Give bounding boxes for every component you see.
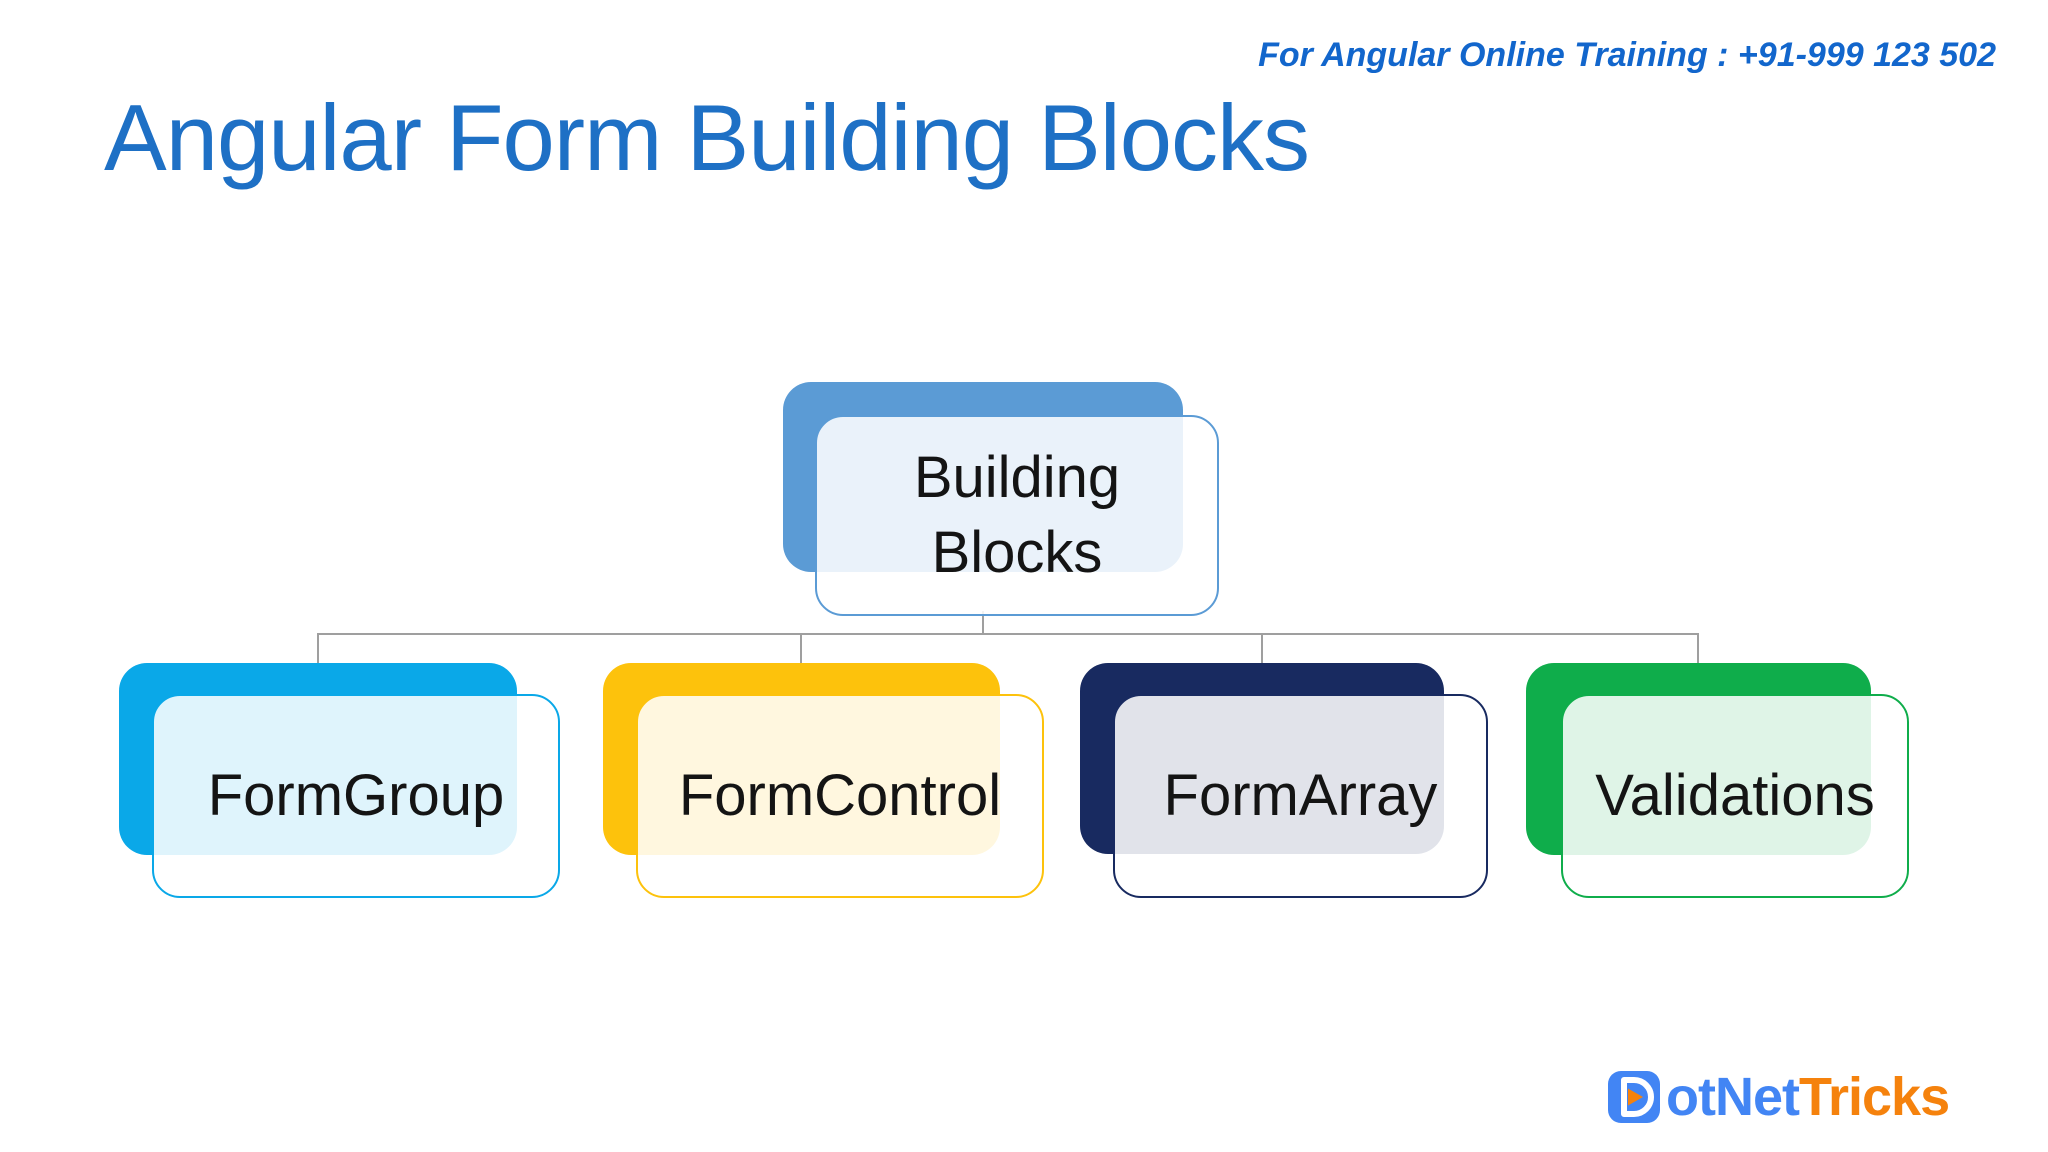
node-label: Building Blocks bbox=[913, 445, 1121, 585]
node-face: FormGroup bbox=[152, 694, 560, 898]
logo-text-orange: Tricks bbox=[1798, 1067, 1950, 1127]
node-face: Building Blocks bbox=[815, 415, 1219, 616]
connector-stub-formarray bbox=[1261, 633, 1263, 664]
node-label: FormGroup bbox=[207, 762, 505, 828]
dotnettricks-play-icon bbox=[1608, 1071, 1660, 1123]
connector-root-drop bbox=[982, 611, 984, 635]
node-building-blocks: Building Blocks bbox=[783, 382, 1219, 616]
connector-stub-formgroup bbox=[317, 633, 319, 664]
node-label: FormArray bbox=[1163, 762, 1438, 828]
connector-stub-formcontrol bbox=[800, 633, 802, 664]
connector-horizontal bbox=[317, 633, 1699, 635]
logo-text: otNetTricks bbox=[1666, 1066, 1950, 1128]
dotnettricks-logo[interactable]: otNetTricks bbox=[1608, 1066, 1950, 1128]
node-formarray: FormArray bbox=[1080, 663, 1488, 898]
node-face: FormControl bbox=[636, 694, 1044, 898]
node-face: FormArray bbox=[1113, 694, 1488, 898]
node-label: FormControl bbox=[678, 762, 1002, 828]
node-validations: Validations bbox=[1526, 663, 1909, 898]
node-formcontrol: FormControl bbox=[603, 663, 1044, 898]
connector-stub-validations bbox=[1697, 633, 1699, 664]
training-note: For Angular Online Training : +91-999 12… bbox=[1258, 36, 1996, 74]
logo-text-blue: otNet bbox=[1666, 1067, 1800, 1127]
node-face: Validations bbox=[1561, 694, 1909, 898]
node-label: Validations bbox=[1595, 762, 1875, 828]
page-title: Angular Form Building Blocks bbox=[104, 85, 1310, 190]
node-formgroup: FormGroup bbox=[119, 663, 560, 898]
